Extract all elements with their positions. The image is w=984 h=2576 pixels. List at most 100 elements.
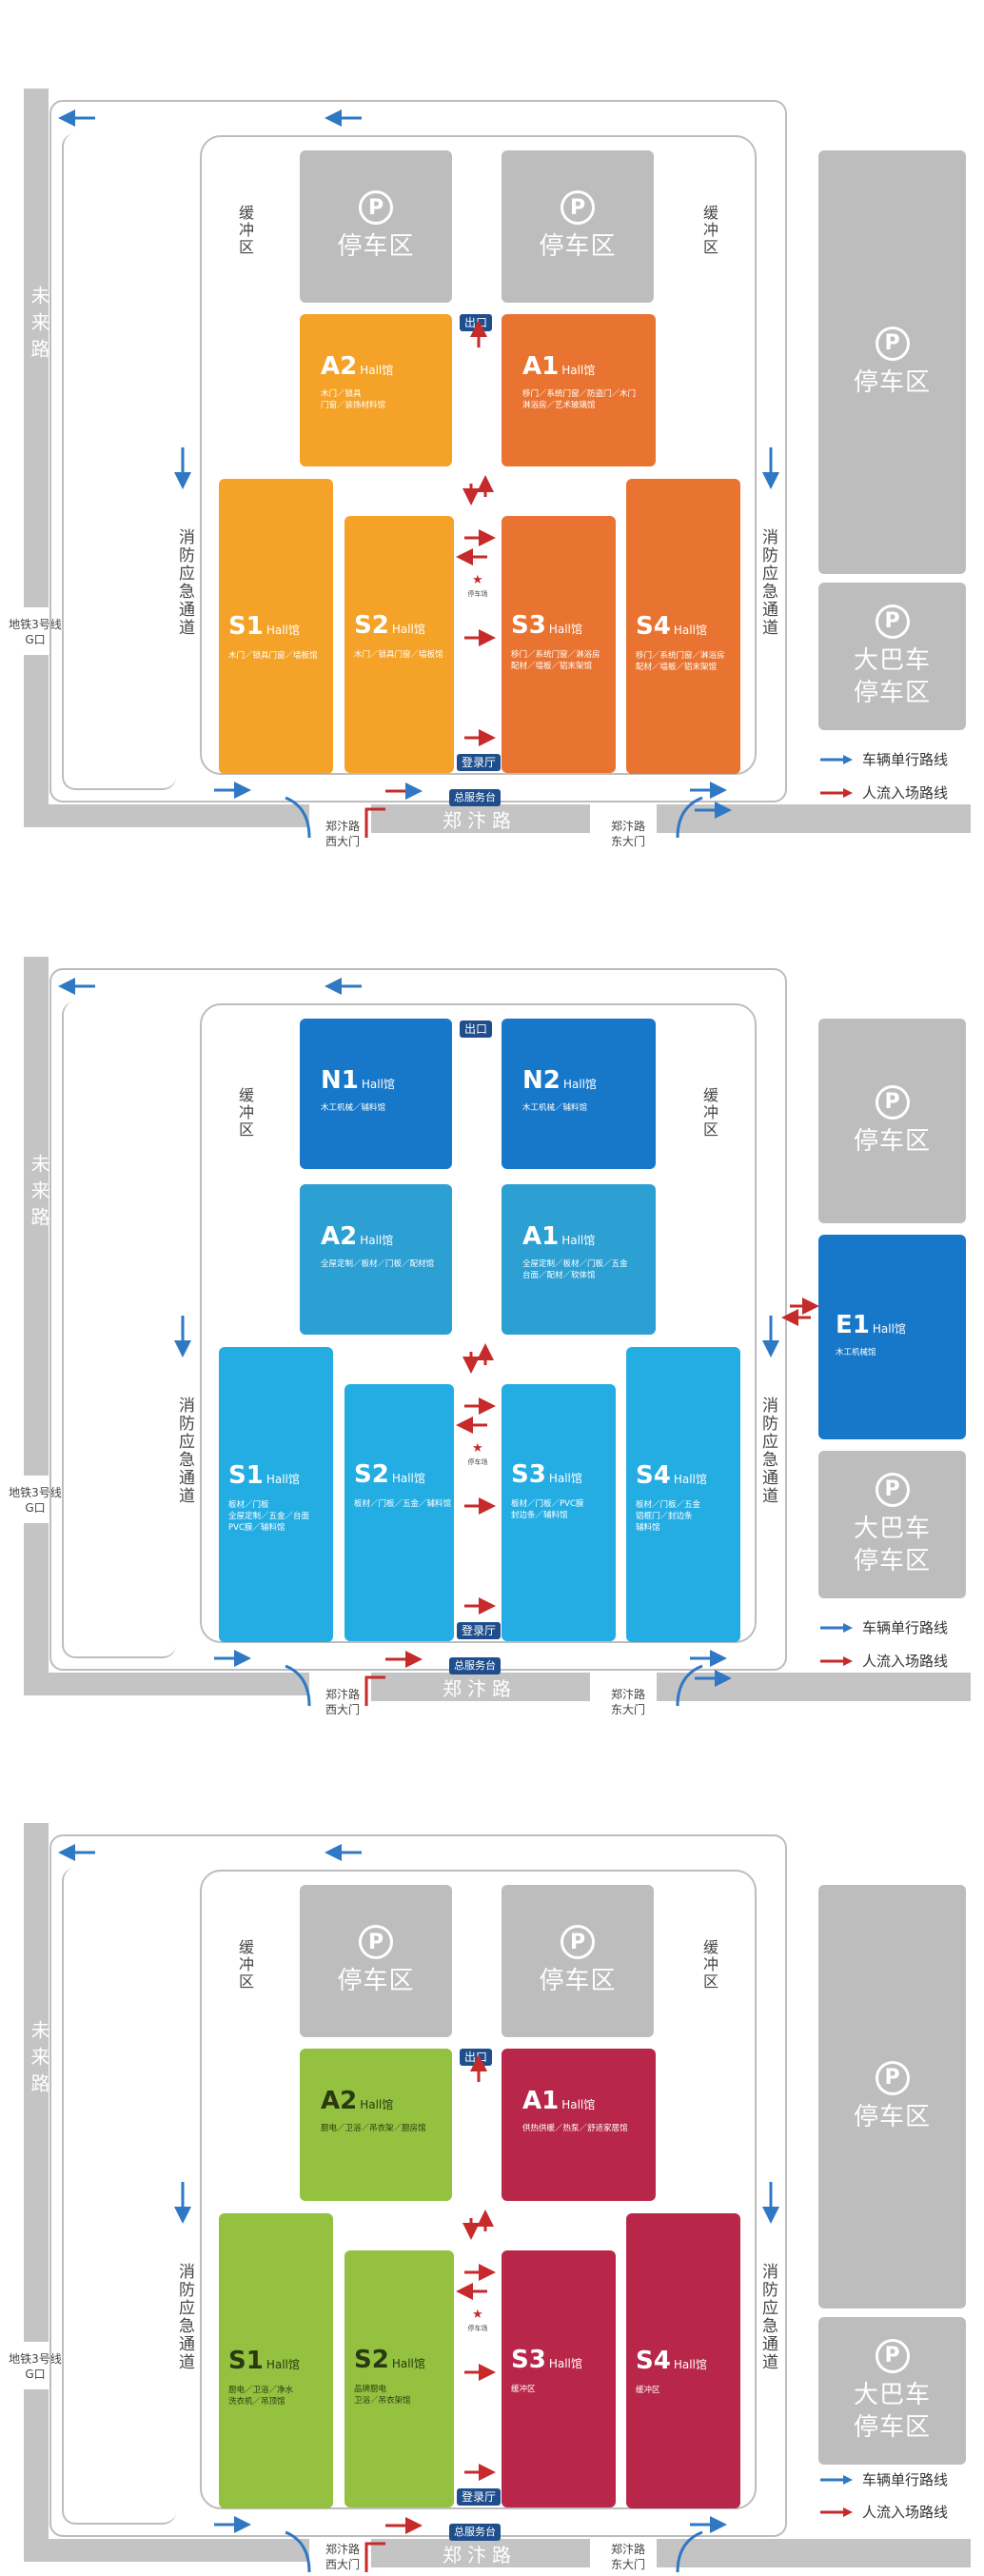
- parking-bus: P 大巴车 停车区: [818, 2317, 966, 2465]
- hall-suffix: Hall馆: [561, 364, 596, 377]
- route-arrows: [58, 1844, 779, 2572]
- red-arrow-icon: [820, 1655, 853, 1666]
- east-gate-label: 郑汴路 东大门: [610, 820, 645, 848]
- parking-icon: P: [359, 190, 393, 225]
- fire-lane-right: 消防应急通道: [758, 2263, 777, 2371]
- legend-vehicle: 车辆单行路线: [820, 749, 948, 769]
- route-arrows: [58, 978, 819, 1706]
- fire-lane-left: 消防应急通道: [175, 2263, 194, 2371]
- metro-label: 地铁3号线 G口: [9, 618, 62, 646]
- fire-lane-left: 消防应急通道: [175, 528, 194, 637]
- parking-bus: P 大巴车 停车区: [818, 1451, 966, 1598]
- inner-left-loop: [62, 1868, 176, 2525]
- parking-icon: P: [561, 190, 595, 225]
- hall-name: S2: [354, 1460, 389, 1489]
- star-icon: ★: [472, 2308, 483, 2322]
- bus-parking-label: 大巴车 停车区: [853, 1514, 931, 1575]
- fire-lane-right: 消防应急通道: [758, 1397, 777, 1505]
- register-tag: 登录厅: [457, 1622, 502, 1639]
- star-label: 停车场: [467, 2325, 488, 2332]
- outer-loop: [49, 1834, 787, 2537]
- blue-arrow-icon: [820, 1622, 853, 1633]
- road-zhengbian-label: 郑汴路: [443, 809, 517, 832]
- hall-name: S2: [354, 611, 389, 640]
- hall-suffix: Hall馆: [561, 2098, 596, 2111]
- buffer-left: 缓冲区: [236, 1939, 254, 1991]
- hall-desc: 全屋定制／板材／门板／配材馆: [321, 1259, 435, 1269]
- road-zhengbian-label: 郑汴路: [443, 1677, 517, 1700]
- road-right-bottom: [657, 2539, 971, 2567]
- hall-name: S4: [636, 612, 671, 641]
- east-gate-label: 郑汴路 东大门: [610, 1688, 645, 1716]
- legend-people-label: 人流入场路线: [862, 784, 949, 802]
- parking-icon: P: [875, 1472, 910, 1507]
- hall-suffix: Hall馆: [548, 623, 582, 636]
- hall-desc: 移门／系统门窗／淋浴房 配材／墙板／铝末架馆: [636, 651, 725, 672]
- parking-label: 停车区: [539, 1967, 617, 1995]
- legend-vehicle-label: 车辆单行路线: [862, 751, 949, 768]
- hall-suffix: Hall馆: [360, 1234, 394, 1247]
- parking-top-left: P 停车区: [300, 1885, 452, 2037]
- road-weilai: [24, 1823, 49, 2342]
- red-arrow-icon: [820, 787, 853, 798]
- hall-name: N2: [522, 1066, 561, 1095]
- hall-suffix: Hall馆: [266, 624, 300, 637]
- hall-suffix: Hall馆: [391, 1472, 425, 1485]
- inner-left-loop: [62, 133, 176, 790]
- blue-arrow-icon: [820, 2474, 853, 2485]
- hall-suffix: Hall馆: [548, 1472, 582, 1485]
- hall-desc: 移门／系统门窗／淋浴房 配材／墙板／铝末架馆: [511, 650, 600, 671]
- register-tag: 登录厅: [457, 2488, 502, 2506]
- blue-arrow-icon: [820, 754, 853, 764]
- metro-label: 地铁3号线 G口: [9, 1486, 62, 1515]
- hall-suffix: Hall馆: [361, 1078, 395, 1091]
- hall-name: S3: [511, 2346, 546, 2374]
- hall-desc: 木门／锁具门窗／墙板馆: [354, 650, 443, 660]
- buffer-right: 缓冲区: [700, 1087, 718, 1139]
- inner-left-loop: [62, 1001, 176, 1658]
- road-zhengbian-label: 郑汴路: [443, 2544, 517, 2566]
- parking-east: P 停车区: [818, 1019, 966, 1223]
- legend-people-label: 人流入场路线: [862, 1653, 949, 1670]
- inner-frame: [200, 135, 757, 775]
- road-weilai: [24, 957, 49, 1476]
- parking-icon: P: [875, 2060, 910, 2095]
- hall-name: S2: [354, 2346, 389, 2374]
- legend-vehicle-label: 车辆单行路线: [862, 2471, 949, 2488]
- hall-name: S1: [228, 2347, 264, 2375]
- road-left-bottom: [24, 1673, 309, 1695]
- west-gate-label: 郑汴路 西大门: [325, 2543, 360, 2571]
- hall-desc: 移门／系统门窗／防盗门／木门 淋浴房／艺术玻璃馆: [522, 389, 637, 410]
- east-gate-label: 郑汴路 东大门: [610, 2543, 645, 2571]
- hall-name: A1: [522, 2087, 560, 2115]
- star-icon: ★: [472, 1441, 483, 1456]
- hall-suffix: Hall馆: [266, 1473, 300, 1486]
- hall-name: S4: [636, 2347, 671, 2375]
- hall-suffix: Hall馆: [548, 2357, 582, 2370]
- hall-desc: 板材／门板／五金 铝框门／封边条 辅料馆: [636, 1500, 701, 1533]
- metro-label: 地铁3号线 G口: [9, 2352, 62, 2381]
- buffer-right: 缓冲区: [700, 1939, 718, 1991]
- hall-desc: 缓冲区: [511, 2385, 536, 2394]
